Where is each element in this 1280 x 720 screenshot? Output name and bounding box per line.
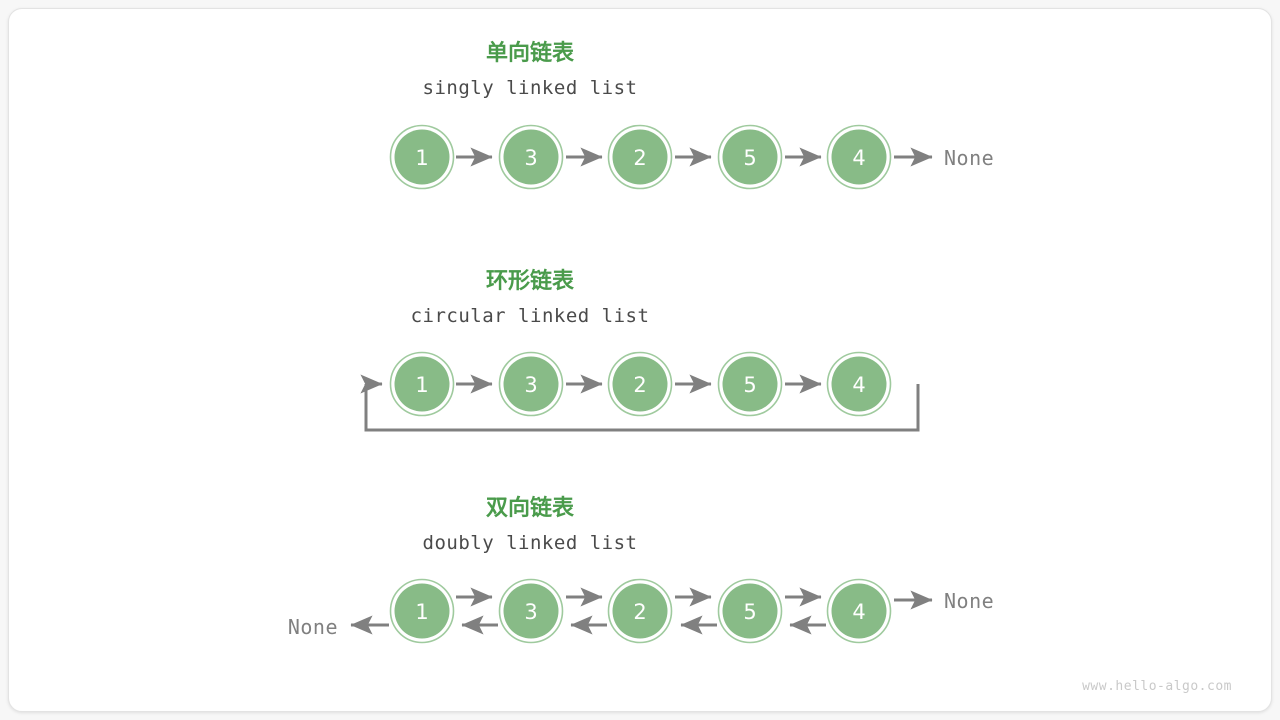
node-value: 3 bbox=[524, 146, 537, 170]
section-title-en-singly: singly linked list bbox=[423, 77, 638, 99]
node-singly-3: 5 bbox=[717, 124, 783, 190]
node-doubly-2: 2 bbox=[607, 578, 673, 644]
node-doubly-4: 4 bbox=[826, 578, 892, 644]
link-arrows-forward-doubly bbox=[456, 587, 933, 610]
node-value: 1 bbox=[415, 373, 428, 397]
node-value: 4 bbox=[852, 600, 865, 624]
node-value: 1 bbox=[415, 600, 428, 624]
node-singly-4: 4 bbox=[826, 124, 892, 190]
node-value: 3 bbox=[524, 600, 537, 624]
head-none-label-doubly: None bbox=[288, 615, 338, 639]
loop-path bbox=[364, 384, 920, 432]
node-value: 4 bbox=[852, 373, 865, 397]
section-singly: 单向链表 singly linked list 1 3 bbox=[389, 40, 994, 190]
node-doubly-1: 3 bbox=[498, 578, 564, 644]
node-doubly-3: 5 bbox=[717, 578, 783, 644]
tail-none-label-singly: None bbox=[944, 146, 994, 170]
tail-none-label-doubly: None bbox=[944, 589, 994, 613]
section-title-en-circular: circular linked list bbox=[411, 305, 650, 327]
node-circular-0: 1 bbox=[389, 351, 455, 417]
section-title-cn-circular: 环形链表 bbox=[486, 268, 575, 294]
node-value: 1 bbox=[415, 146, 428, 170]
node-circular-1: 3 bbox=[498, 351, 564, 417]
node-value: 5 bbox=[743, 146, 756, 170]
node-value: 2 bbox=[633, 373, 646, 397]
node-value: 2 bbox=[633, 146, 646, 170]
node-singly-2: 2 bbox=[607, 124, 673, 190]
section-title-cn-doubly: 双向链表 bbox=[486, 495, 575, 521]
node-doubly-0: 1 bbox=[389, 578, 455, 644]
node-value: 5 bbox=[743, 600, 756, 624]
section-doubly: 双向链表 doubly linked list 1 bbox=[288, 495, 994, 644]
node-circular-3: 5 bbox=[717, 351, 783, 417]
node-value: 2 bbox=[633, 600, 646, 624]
node-value: 5 bbox=[743, 373, 756, 397]
loop-back-edge-circular bbox=[360, 374, 920, 432]
node-value: 3 bbox=[524, 373, 537, 397]
section-title-cn-singly: 单向链表 bbox=[486, 40, 575, 66]
watermark: www.hello-algo.com bbox=[1082, 679, 1232, 694]
node-circular-4: 4 bbox=[826, 351, 892, 417]
node-singly-0: 1 bbox=[389, 124, 455, 190]
node-circular-2: 2 bbox=[607, 351, 673, 417]
node-value: 4 bbox=[852, 146, 865, 170]
node-singly-1: 3 bbox=[498, 124, 564, 190]
section-title-en-doubly: doubly linked list bbox=[423, 532, 638, 554]
section-circular: 环形链表 circular linked list 1 3 bbox=[360, 268, 920, 432]
